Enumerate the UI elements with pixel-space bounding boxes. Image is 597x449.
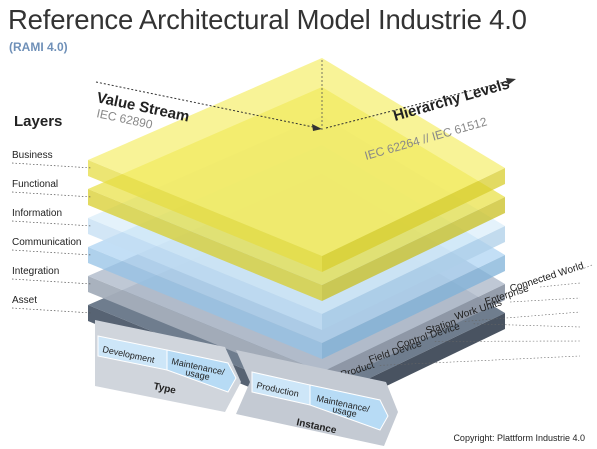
layer-label-integration: Integration: [12, 266, 60, 277]
value-stream-arrowhead: [312, 124, 322, 131]
hierarchy-title: Hierarchy Levels: [391, 75, 511, 124]
layer-slab-right-face: [322, 226, 505, 330]
layer-label-information: Information: [12, 208, 63, 219]
hierarchy-leader-line: [473, 323, 581, 328]
hierarchy-arrowhead: [506, 78, 516, 85]
hierarchy-level-label: Connected World: [509, 261, 586, 295]
layer-slab-left-face: [88, 218, 322, 330]
layer-guide-line: [11, 278, 93, 285]
layer-slab-right-face: [322, 284, 505, 388]
hierarchy-leader-line: [509, 297, 581, 303]
hierarchy-leader-line: [579, 264, 593, 271]
type-phase-box: [166, 349, 237, 393]
instance-phase-box: [309, 384, 389, 431]
copyright-note: Copyright: Plattform Industrie 4.0: [453, 433, 585, 443]
layer-label-communication: Communication: [12, 237, 82, 248]
layer-guide-line: [11, 307, 93, 314]
type-phase-usage: usage: [185, 367, 211, 382]
page-subtitle: (RAMI 4.0): [9, 40, 68, 54]
hierarchy-arrow: [325, 79, 513, 129]
layer-slab-right-face: [322, 197, 505, 301]
layer-guide-line: [11, 249, 93, 256]
type-label: Type: [152, 381, 177, 397]
page-title: Reference Architectural Model Industrie …: [8, 4, 527, 35]
layer-guide-line: [11, 191, 93, 198]
layer-label-functional: Functional: [12, 179, 59, 190]
layer-label-asset: Asset: [12, 295, 38, 306]
layer-slab-top-face: [88, 58, 505, 256]
layer-guide-line: [11, 220, 93, 227]
layer-slab-right-face: [322, 168, 505, 272]
layers-axis-title: Layers: [14, 113, 63, 130]
value-stream-arrow: [95, 81, 319, 129]
layer-slab-left-face: [88, 189, 322, 301]
instance-phase-usage: usage: [332, 404, 358, 419]
layer-slab-left-face: [88, 160, 322, 272]
layer-slab-left-face: [88, 247, 322, 359]
layer-slab-right-face: [322, 255, 505, 359]
layer-label-business: Business: [12, 150, 53, 161]
layer-guide-line: [11, 162, 93, 169]
